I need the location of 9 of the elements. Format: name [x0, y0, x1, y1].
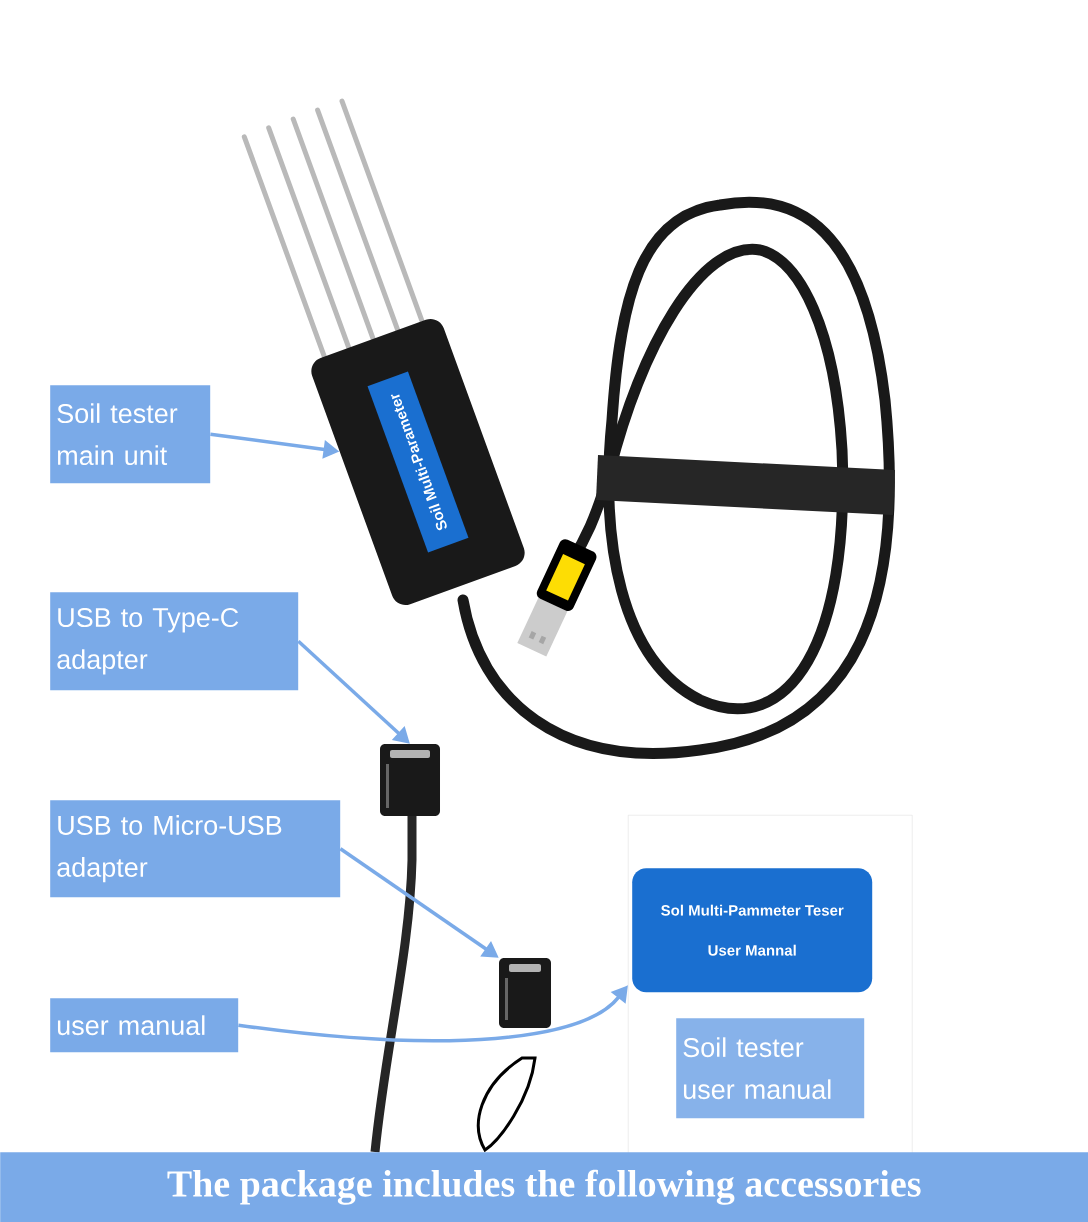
callout-label: USB to Type-C adapter	[50, 592, 299, 691]
callout-label: Soil tester user manual	[676, 1018, 865, 1119]
adapter-drawing	[380, 744, 440, 816]
callout-label: user manual	[50, 998, 239, 1053]
adapter-drawing	[499, 958, 551, 1028]
arrow	[297, 639, 410, 744]
callout-label: Soil tester main unit	[50, 385, 211, 484]
caption-banner: The package includes the following accessories	[0, 1152, 1088, 1222]
callout-label: USB to Micro-USB adapter	[50, 800, 341, 898]
